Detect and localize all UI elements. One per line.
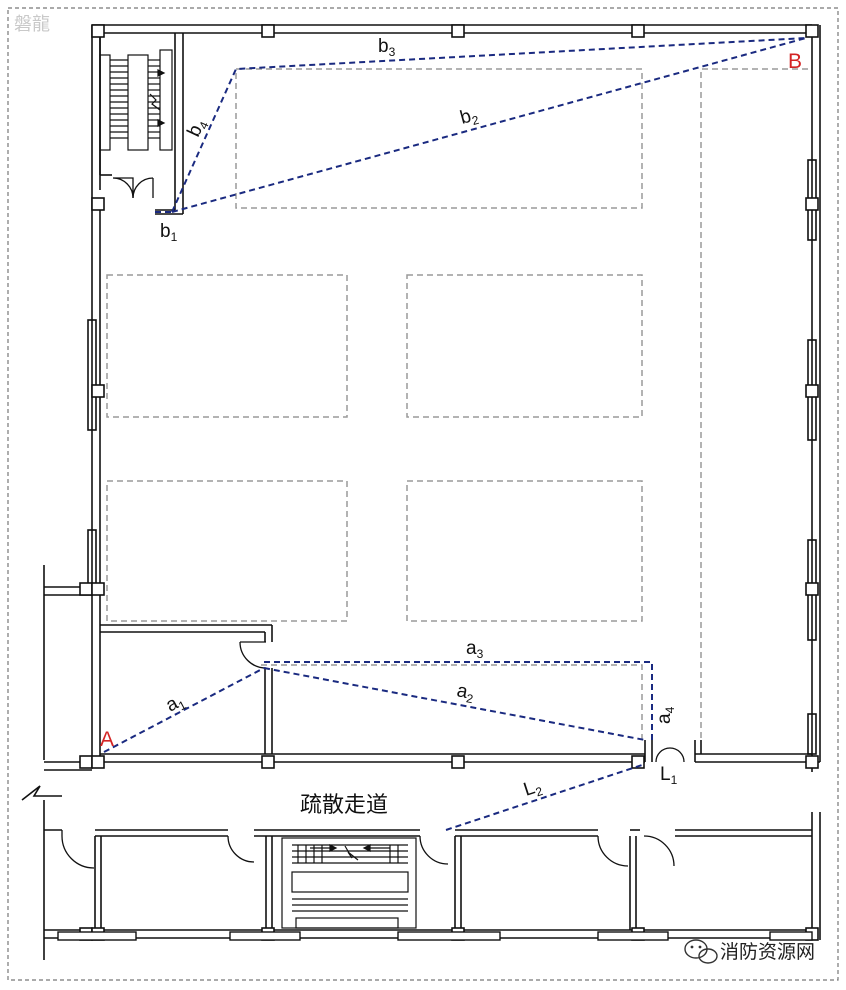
drawing-frame [7, 7, 839, 981]
path-a2 [263, 667, 646, 741]
path-l2 [445, 763, 646, 831]
watermark-text: 磐龍 [14, 14, 50, 35]
label-l1: L1 [660, 764, 678, 787]
label-a1: a1 [162, 690, 188, 719]
point-a-label: A [100, 728, 114, 751]
columns [79, 24, 819, 941]
corridor-label: 疏散走道 [300, 793, 388, 818]
brand-text: 消防资源网 [720, 941, 815, 963]
space-zones [106, 68, 808, 740]
path-a1 [103, 667, 265, 753]
doors [61, 177, 685, 869]
evacuation-paths [103, 37, 807, 831]
wall-blocks [57, 931, 813, 941]
label-b3: b3 [378, 36, 396, 59]
label-b4: b4 [183, 115, 211, 141]
wechat-icon [684, 939, 718, 964]
label-a4: a4 [654, 706, 677, 724]
stair-lower [281, 837, 417, 929]
point-b-label: B [788, 50, 802, 73]
label-b2: b2 [458, 104, 481, 131]
path-a3 [264, 661, 653, 740]
stair-top-left [99, 49, 173, 151]
path-b2 [171, 37, 807, 213]
label-a3: a3 [466, 638, 484, 661]
path-b4 [171, 37, 807, 213]
label-a2: a2 [455, 680, 477, 706]
label-b1: b1 [160, 221, 178, 244]
